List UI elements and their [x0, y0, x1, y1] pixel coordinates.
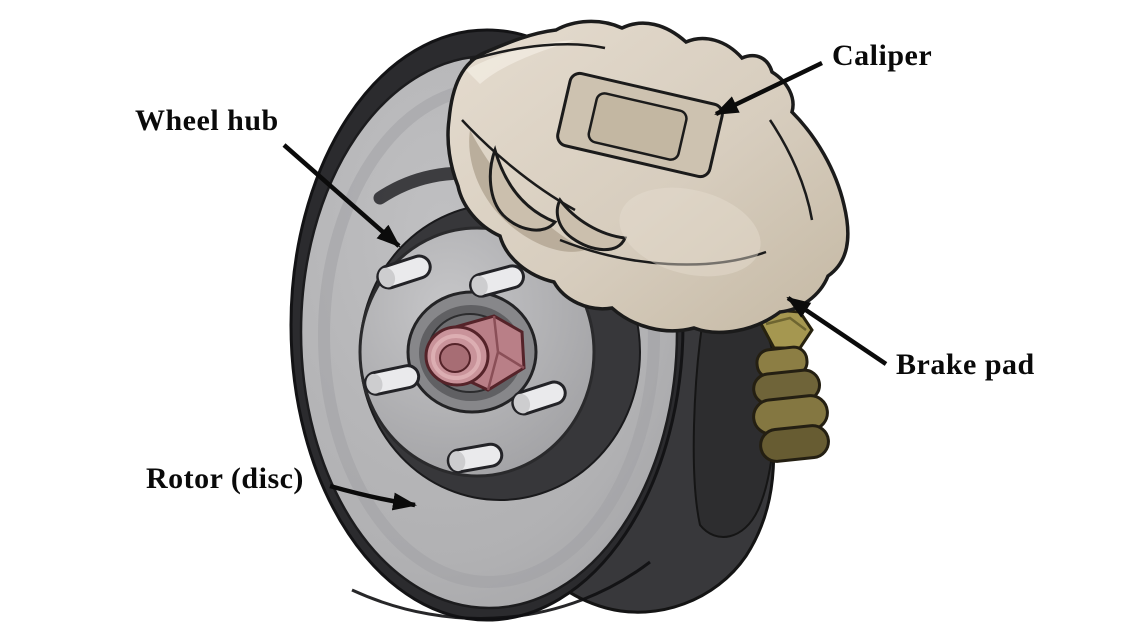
- guide-pin-graphic: [692, 298, 830, 538]
- rotor-disc-label: Rotor (disc): [146, 462, 304, 495]
- wheel-studs-graphic: [363, 254, 567, 474]
- wheel-hub-label: Wheel hub: [135, 104, 279, 137]
- hub-nut-graphic: [424, 314, 526, 392]
- wheel-hub-arrow: [282, 143, 401, 248]
- leader-arrows: [282, 60, 888, 511]
- brake-pad-label: Brake pad: [896, 348, 1035, 381]
- rotor-disc-arrow: [329, 483, 417, 511]
- brake-pad-arrow: [786, 296, 888, 366]
- caliper-arrow: [714, 60, 823, 117]
- caliper-label: Caliper: [832, 39, 933, 72]
